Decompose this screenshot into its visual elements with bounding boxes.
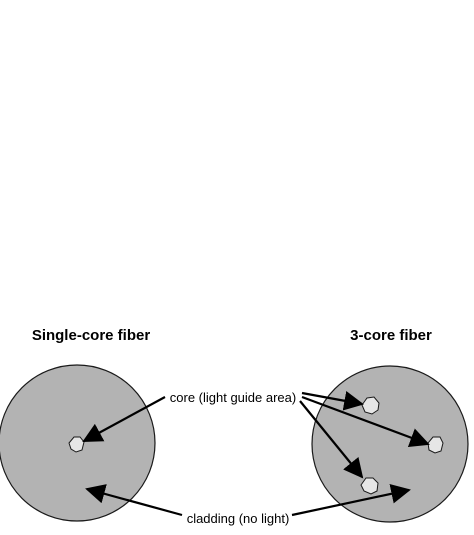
cladding-label: cladding (no light) — [187, 511, 290, 526]
cladding-arrow-three — [291, 484, 411, 517]
three-core-core-bottom — [360, 477, 379, 495]
single-core-fiber-title: Single-core fiber — [32, 327, 151, 344]
single-core-core — [68, 436, 85, 453]
core-arrow-three-bottom — [299, 400, 364, 479]
single-core-fiber — [0, 364, 156, 522]
core-arrow-three-top — [301, 391, 364, 411]
core-arrow-single — [82, 396, 166, 442]
three-core-fiber-title: 3-core fiber — [350, 327, 432, 344]
cladding-arrow-single — [85, 484, 183, 517]
core-label: core (light guide area) — [170, 390, 296, 405]
core-arrow-three-right — [301, 395, 430, 448]
